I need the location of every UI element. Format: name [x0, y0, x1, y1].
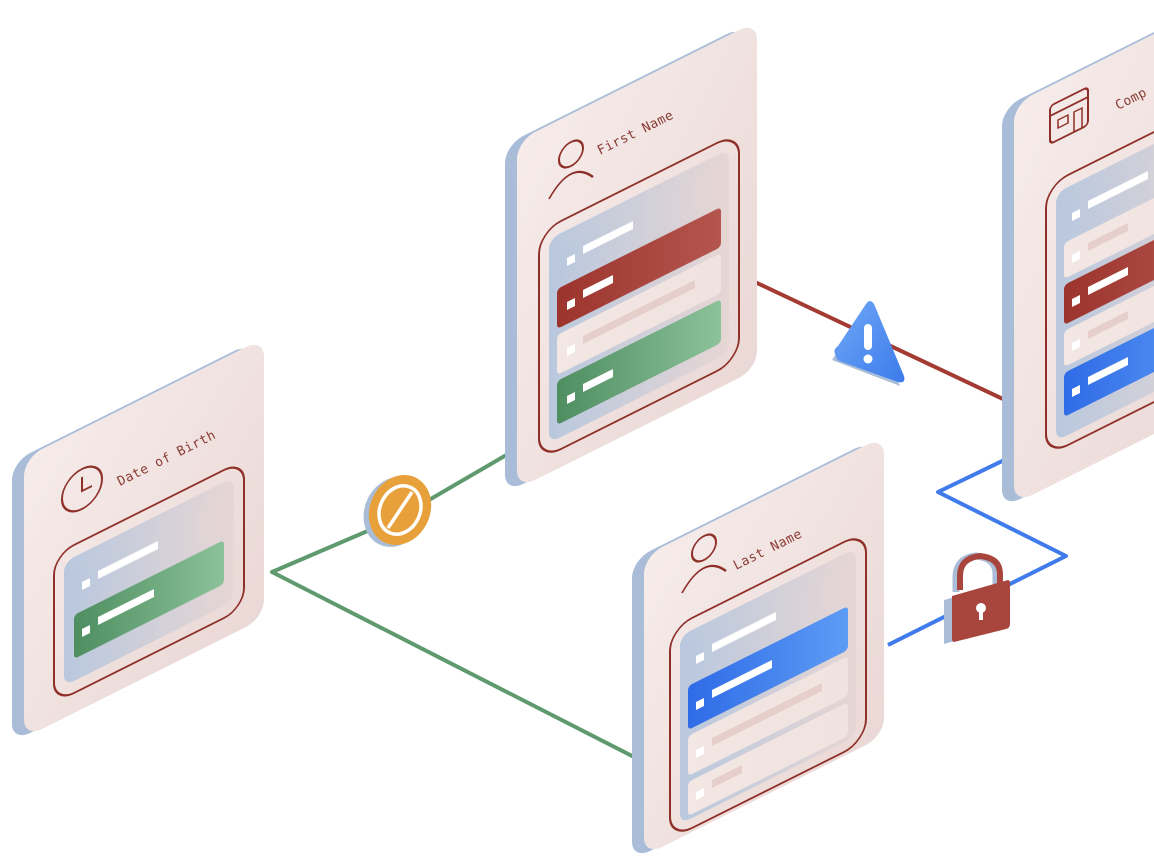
- row: [1064, 164, 1154, 278]
- blocked-icon: [363, 474, 432, 547]
- row-highlight-green: [557, 300, 721, 424]
- row-highlight-red: [1064, 206, 1154, 324]
- panel-outline: [1045, 93, 1154, 449]
- panel-outline: [538, 139, 740, 453]
- warning-icon: [832, 301, 905, 386]
- clock-icon: [61, 465, 103, 513]
- person-icon: [691, 533, 717, 563]
- card-first-name[interactable]: First Name: [505, 21, 757, 493]
- card-last-name[interactable]: Last Name: [632, 436, 884, 860]
- row-highlight-red: [557, 208, 721, 328]
- building-icon: [1049, 87, 1089, 144]
- panel-outline: [669, 538, 867, 832]
- row: [688, 703, 848, 815]
- clock-hands: [81, 476, 92, 493]
- row: [1064, 252, 1154, 366]
- card-company[interactable]: Comp: [1002, 0, 1154, 508]
- person-icon-body: [548, 170, 594, 200]
- row: [557, 168, 721, 282]
- connector-green: [270, 448, 641, 762]
- person-icon: [558, 139, 584, 169]
- row-highlight-blue: [1064, 294, 1154, 416]
- lock-icon: [944, 552, 1010, 644]
- person-icon-body: [681, 564, 727, 594]
- card-date-of-birth[interactable]: Date of Birth: [12, 338, 264, 742]
- panel-outline: [53, 466, 245, 697]
